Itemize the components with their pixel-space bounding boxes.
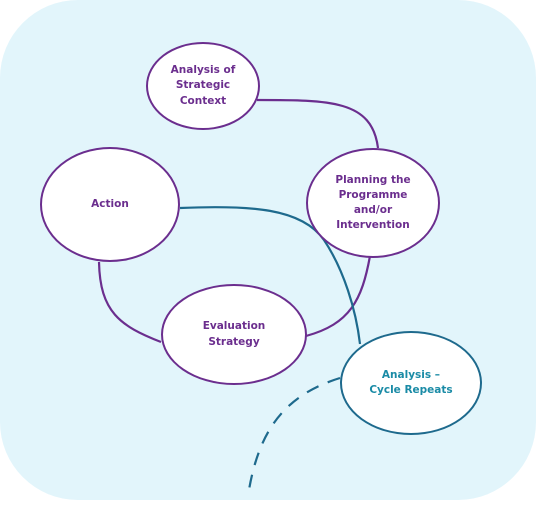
node-analysis-label: Analysis of Strategic Context (170, 64, 236, 107)
connector-evaluation-to-action (97, 261, 162, 344)
node-planning-label: Planning the Programme and/or Interventi… (335, 173, 411, 232)
node-action-label: Action (91, 197, 129, 210)
node-planning: Planning the Programme and/or Interventi… (306, 148, 440, 258)
node-evaluation-label: Evaluation Strategy (202, 320, 266, 348)
connector-cycle-dashed (246, 376, 341, 497)
node-analysis-of-strategic-context: Analysis of Strategic Context (146, 42, 260, 130)
connector-planning-to-evaluation (305, 255, 372, 338)
node-analysis-cycle-repeats: Analysis – Cycle Repeats (340, 331, 482, 435)
connector-analysis-to-planning (256, 98, 380, 149)
node-evaluation-strategy: Evaluation Strategy (161, 284, 307, 385)
node-cycle-label: Analysis – Cycle Repeats (369, 368, 453, 396)
node-action: Action (40, 147, 180, 262)
